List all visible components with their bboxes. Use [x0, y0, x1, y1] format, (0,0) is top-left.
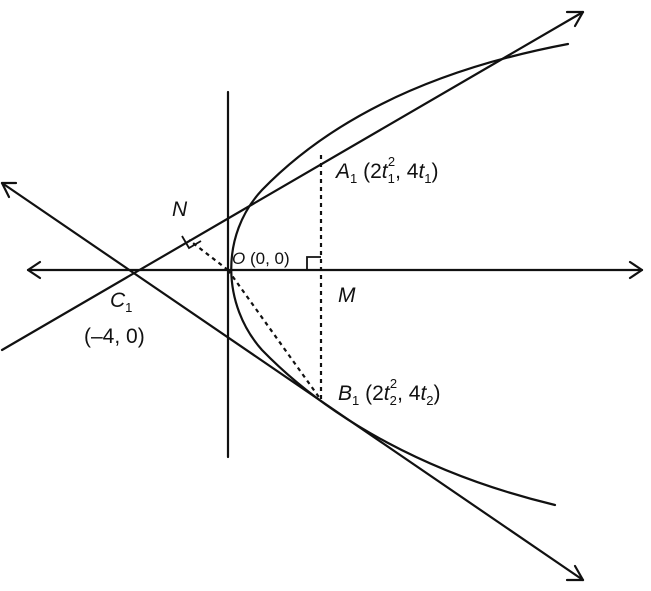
upper-tangent-line [0, 10, 585, 352]
upper-left-arrowhead [0, 181, 18, 199]
label-m: M [338, 284, 356, 307]
segment-o-b1 [227, 269, 322, 401]
x-axis-left-arrowhead [26, 260, 42, 280]
label-n: N [172, 198, 188, 221]
lower-tangent-line [0, 181, 585, 582]
label-c1: C1 [110, 289, 132, 315]
label-a1: A1 (2t12, 4t1) [334, 154, 439, 186]
label-b1: B1 (2t22, 4t2) [338, 376, 441, 408]
parabola-curve [230, 42, 570, 507]
x-axis-right-arrowhead [628, 260, 644, 280]
right-angle-marker-m [306, 256, 321, 270]
label-c1-coord: (–4, 0) [84, 325, 145, 348]
right-angle-marker-n [181, 235, 202, 250]
lower-tangent-arrowhead [565, 564, 585, 582]
label-origin: O (0, 0) [232, 249, 290, 268]
upper-tangent-arrowhead [565, 10, 585, 28]
